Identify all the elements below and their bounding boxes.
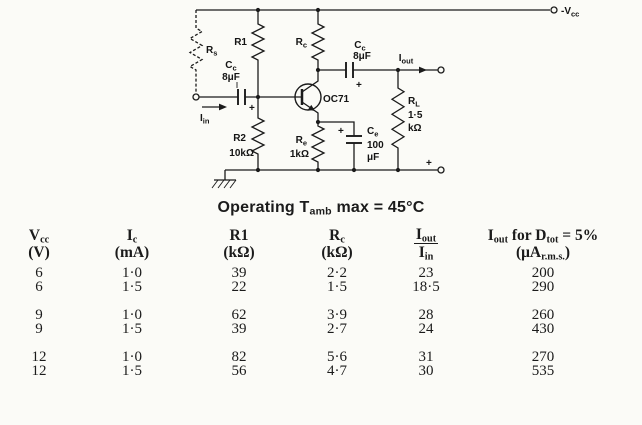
table-cell: 200 [531, 264, 555, 281]
header-vcc: Vcc (V) [28, 227, 50, 262]
ground-polarity: + [426, 158, 432, 169]
table-cell: 5·6 [327, 348, 347, 365]
input-coupling-capacitor-cc: Cc 8μF + [222, 60, 302, 114]
ce-polarity: + [338, 126, 344, 137]
ce-label: Ce [367, 126, 378, 139]
r1-label: R1 [234, 37, 247, 48]
table-group-9v: 9 1·0 62 3·9 28 260 9 1·5 39 2·7 24 430 [0, 306, 616, 337]
input-current-arrow: Iin [200, 103, 227, 126]
table-cell: 6 [35, 264, 43, 281]
transistor-oc71: OC71 [294, 70, 350, 122]
table-cell: 9 [35, 306, 43, 323]
table-row: 12 1·0 82 5·6 31 270 [0, 348, 616, 365]
table-cell: 18·5 [412, 279, 440, 296]
header-current-gain: Iout Iin [413, 226, 439, 263]
bias-resistors-r1-r2: R1 R2 10kΩ [229, 10, 266, 170]
r2-value: 10kΩ [229, 148, 254, 159]
table-cell: 56 [231, 363, 247, 380]
re-label: Re [296, 135, 307, 148]
rl-value-2: kΩ [408, 123, 422, 134]
ground-terminal [437, 166, 445, 174]
table-cell: 1·5 [122, 279, 142, 296]
table-cell: 270 [531, 348, 555, 365]
table-cell: 1·0 [122, 264, 142, 281]
table-cell: 9 [35, 321, 43, 338]
table-cell: 1·5 [327, 279, 347, 296]
table-header: Vcc (V) Ic (mA) R1 (kΩ) Rc (kΩ) Iout Iin [0, 227, 616, 265]
iout-label: Iout [399, 53, 414, 66]
table-row: 9 1·5 39 2·7 24 430 [0, 322, 616, 337]
cc-in-label: Cc [225, 60, 236, 73]
table-row: 6 1·5 22 1·5 18·5 290 [0, 280, 616, 295]
earth-ground-icon [211, 170, 237, 189]
supply-rail: -Vcc [196, 6, 579, 19]
header-rc: Rc (kΩ) [321, 227, 353, 262]
load-resistor-rl: RL 1·5 kΩ [390, 67, 423, 170]
rs-label: Rs [206, 45, 217, 58]
emitter-resistor-re: Re 1kΩ [290, 119, 326, 170]
table-cell: 82 [231, 348, 247, 365]
schematic-svg: -Vcc Rs Iin Cc [188, 6, 579, 189]
cc-out-label: Cc [354, 40, 365, 53]
table-cell: 290 [531, 279, 555, 296]
table-cell: 1·0 [122, 306, 142, 323]
table-row: 12 1·5 56 4·7 30 535 [0, 364, 616, 379]
source-resistor-rs: Rs [188, 10, 217, 94]
table-cell: 6 [35, 279, 43, 296]
ce-value-1: 100 [367, 140, 384, 151]
table-cell: 2·2 [327, 264, 347, 281]
table-cell: 28 [418, 306, 434, 323]
table-cell: 30 [418, 363, 434, 380]
table-cell: 39 [231, 321, 247, 338]
operating-condition-title: Operating Tamb max = 45°C [217, 199, 425, 218]
component-value-table: Vcc (V) Ic (mA) R1 (kΩ) Rc (kΩ) Iout Iin [0, 227, 616, 379]
table-group-12v: 12 1·0 82 5·6 31 270 12 1·5 56 4·7 30 53… [0, 348, 616, 379]
supply-terminal [550, 6, 558, 14]
table-cell: 4·7 [327, 363, 347, 380]
table-cell: 535 [531, 363, 555, 380]
iin-label: Iin [200, 113, 210, 126]
table-cell: 39 [231, 264, 247, 281]
table-cell: 1·5 [122, 321, 142, 338]
table-cell: 62 [231, 306, 247, 323]
rc-label: Rc [296, 37, 307, 50]
re-value: 1kΩ [290, 149, 309, 160]
table-cell: 3·9 [327, 306, 347, 323]
supply-label: -Vcc [561, 6, 579, 19]
output-current-arrow: Iout [399, 53, 445, 74]
table-row: 9 1·0 62 3·9 28 260 [0, 306, 616, 323]
table-cell: 24 [418, 321, 434, 338]
cc-in-polarity: + [249, 103, 255, 114]
table-cell: 430 [531, 321, 555, 338]
rl-value-1: 1·5 [408, 110, 423, 121]
table-cell: 23 [418, 264, 434, 281]
output-terminal [437, 66, 445, 74]
table-cell: 12 [31, 348, 47, 365]
r2-label: R2 [233, 133, 246, 144]
table-cell: 31 [418, 348, 434, 365]
table-cell: 12 [31, 363, 47, 380]
table-cell: 1·5 [122, 363, 142, 380]
table-cell: 2·7 [327, 321, 347, 338]
cc-out-value: 8μF [353, 51, 371, 62]
input-terminal [192, 93, 238, 101]
table-cell: 22 [231, 279, 247, 296]
header-r1: R1 (kΩ) [223, 227, 255, 262]
transistor-label: OC71 [323, 94, 350, 105]
table-group-6v: 6 1·0 39 2·2 23 200 6 1·5 22 1·5 18·5 29… [0, 264, 616, 295]
circuit-schematic: -Vcc Rs Iin Cc [0, 0, 642, 198]
header-ic: Ic (mA) [114, 227, 150, 262]
output-coupling-capacitor-cc: Cc 8μF + [315, 40, 438, 91]
cc-out-polarity: + [356, 80, 362, 91]
header-iout-distortion: Iout for Dtot = 5% (μAr.m.s.) [487, 227, 599, 263]
emitter-bypass-capacitor-ce: + Ce 100 μF [318, 121, 384, 170]
ground-rail: + [225, 158, 445, 174]
table-cell: 260 [531, 306, 555, 323]
table-row: 6 1·0 39 2·2 23 200 [0, 264, 616, 281]
rl-label: RL [408, 96, 420, 109]
collector-resistor-rc: Rc [296, 10, 326, 70]
cc-in-value: 8μF [222, 72, 240, 83]
table-cell: 1·0 [122, 348, 142, 365]
ce-value-2: μF [367, 152, 379, 163]
